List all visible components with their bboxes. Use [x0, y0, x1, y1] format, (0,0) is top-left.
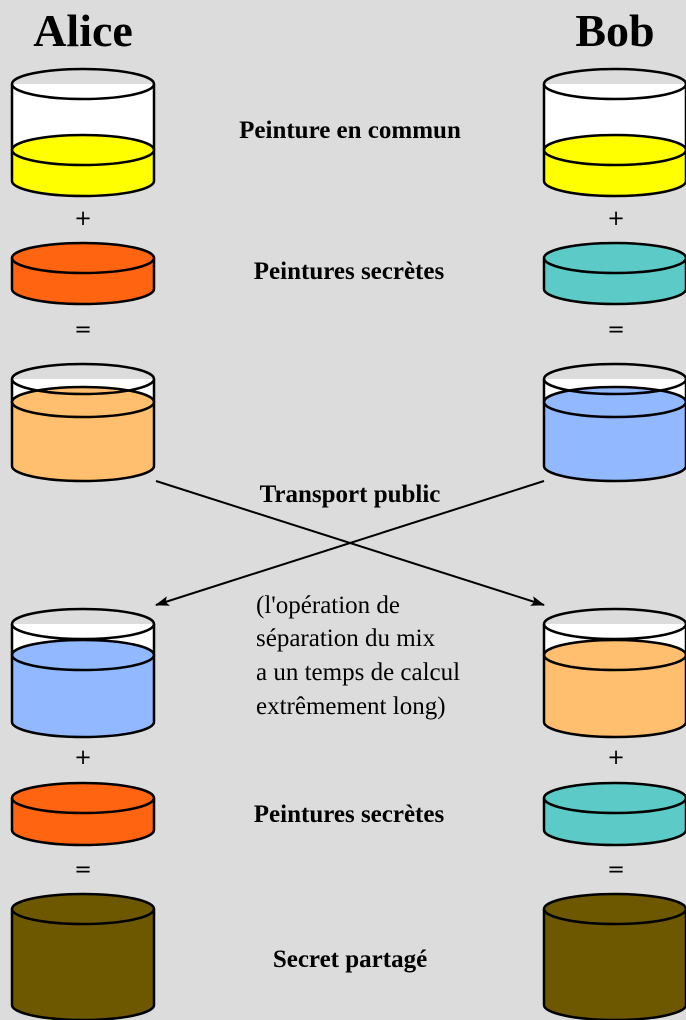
plus-sign: + [607, 745, 625, 769]
secret-paints-label-top: Peintures secrètes [254, 258, 445, 285]
equals-sign: = [74, 317, 92, 341]
alice-shared-secret-icon [10, 892, 156, 1020]
alice-received-mix-icon [10, 607, 156, 739]
computation-note: (l'opération de séparation du mix a un t… [256, 592, 460, 720]
plus-sign: + [74, 206, 92, 230]
public-transport-label: Transport public [260, 481, 441, 508]
alice-secret-paint-icon [10, 781, 156, 847]
bob-shared-secret-icon [542, 892, 686, 1020]
shared-secret-label: Secret partagé [273, 946, 427, 973]
bob-secret-paint-icon [542, 781, 686, 847]
equals-sign: = [74, 857, 92, 881]
bob-secret-paint-icon [542, 241, 686, 306]
equals-sign: = [607, 857, 625, 881]
alice-secret-paint-icon [10, 241, 156, 306]
bob-received-mix-icon [542, 607, 686, 739]
bob-heading: Bob [575, 5, 654, 56]
note-line: (l'opération de [256, 592, 400, 619]
plus-sign: + [607, 206, 625, 230]
plus-sign: + [74, 745, 92, 769]
bob-mix-paint-icon [542, 362, 686, 483]
alice-mix-paint-icon [10, 362, 156, 483]
note-line: extrêmement long) [256, 693, 446, 720]
bob-common-paint-icon [542, 67, 686, 198]
equals-sign: = [607, 317, 625, 341]
arrow-bob-to-alice [155, 480, 545, 606]
alice-common-paint-icon [10, 67, 156, 198]
note-line: a un temps de calcul [256, 659, 460, 686]
common-paint-label: Peinture en commun [239, 117, 461, 144]
alice-heading: Alice [33, 5, 133, 56]
secret-paints-label-bottom: Peintures secrètes [254, 801, 445, 828]
note-line: séparation du mix [256, 625, 436, 652]
